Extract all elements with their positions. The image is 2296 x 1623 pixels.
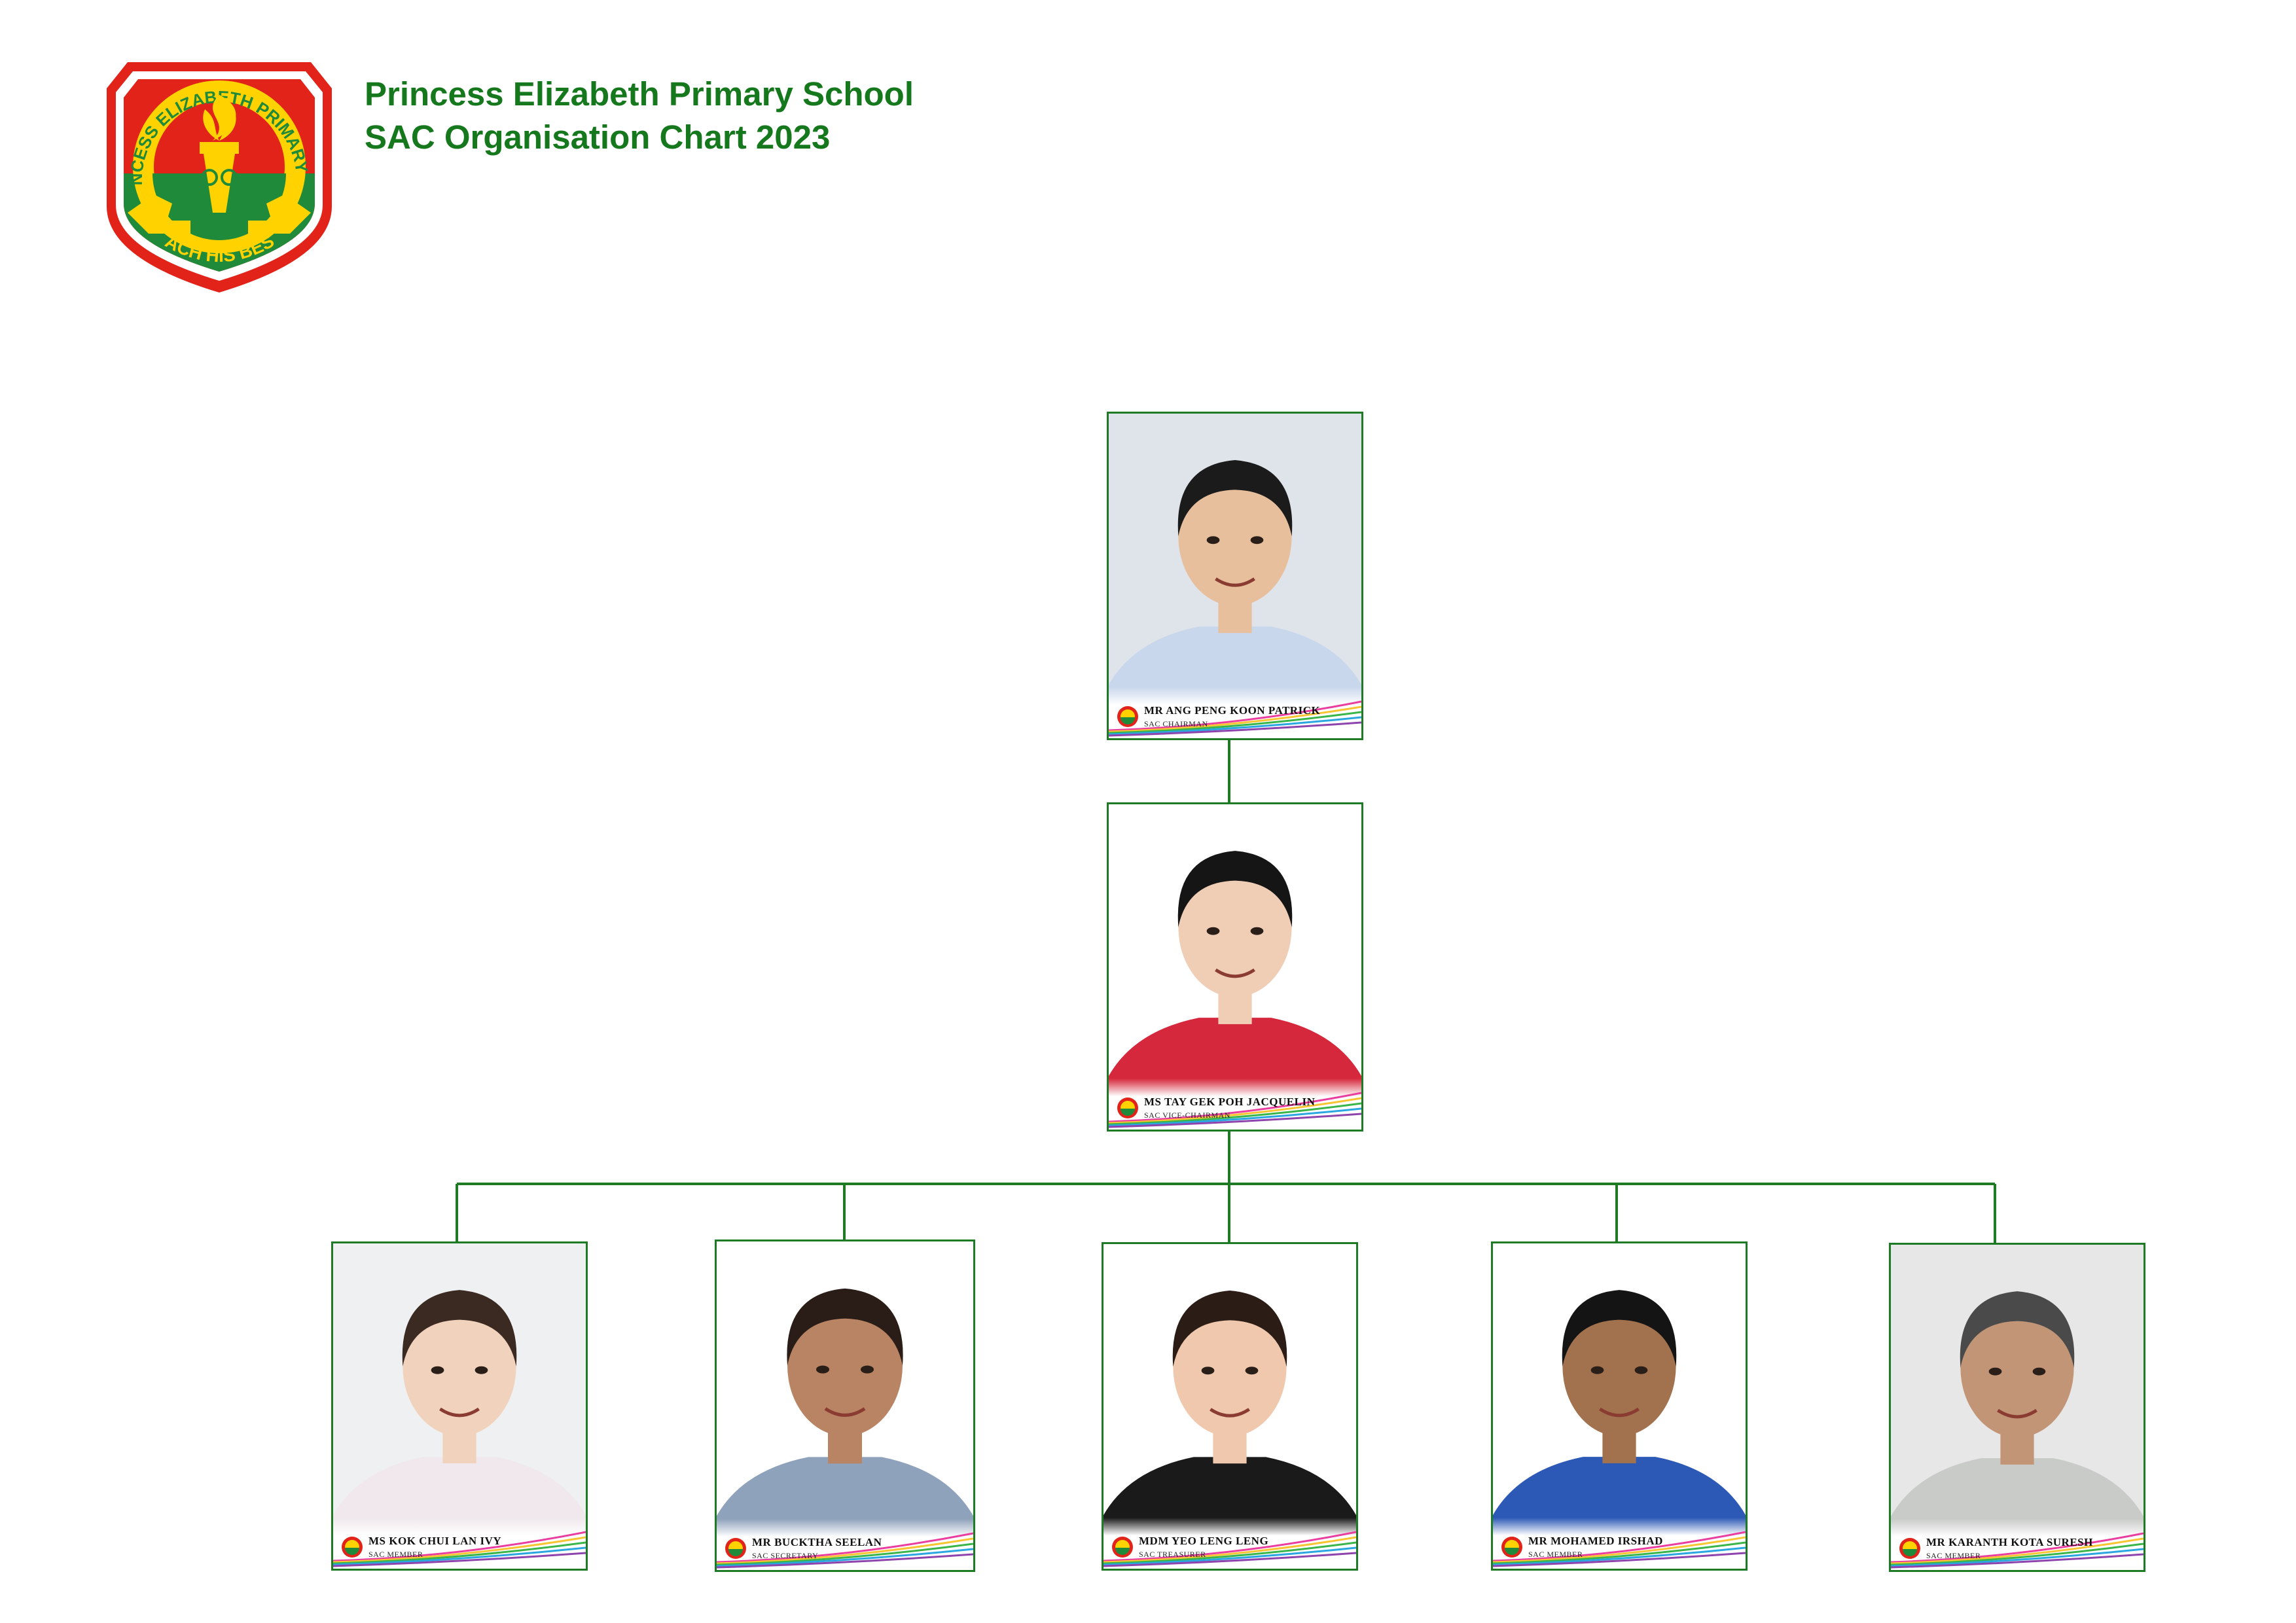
school-badge-icon: [341, 1536, 363, 1558]
member-role: SAC MEMBER: [1926, 1551, 1981, 1560]
member-role: SAC TREASURER: [1139, 1550, 1206, 1559]
school-badge-icon: [1899, 1537, 1921, 1560]
member-role: SAC SECRETARY: [752, 1551, 819, 1560]
rainbow-swoosh: [1109, 687, 1361, 738]
member-name: MR MOHAMED IRSHAD: [1528, 1535, 1663, 1547]
member-card-vice-chairman: MS TAY GEK POH JACQUELIN SAC VICE-CHAIRMA…: [1107, 802, 1363, 1132]
member-name: MR BUCKTHA SEELAN: [752, 1536, 882, 1548]
member-role: SAC MEMBER: [1528, 1550, 1583, 1559]
rainbow-swoosh: [717, 1519, 973, 1570]
school-logo: PRINCESS ELIZABETH PRIMARY SCH EACH HIS …: [96, 33, 337, 298]
member-name: MR KARANTH KOTA SURESH: [1926, 1536, 2093, 1548]
rainbow-swoosh: [1109, 1079, 1361, 1130]
member-name: MR ANG PENG KOON PATRICK: [1144, 704, 1321, 717]
school-name: Princess Elizabeth Primary School: [365, 75, 914, 113]
chart-title: SAC Organisation Chart 2023: [365, 118, 831, 156]
member-card-kok-chui-lan-ivy: MS KOK CHUI LAN IVY SAC MEMBER: [331, 1241, 588, 1571]
school-badge-icon: [725, 1537, 747, 1560]
member-photo: [333, 1243, 586, 1569]
member-name: MDM YEO LENG LENG: [1139, 1535, 1269, 1547]
rainbow-swoosh: [1103, 1518, 1356, 1569]
rainbow-swoosh: [1891, 1519, 2144, 1570]
member-name: MS TAY GEK POH JACQUELIN: [1144, 1096, 1316, 1108]
member-card-chairman: MR ANG PENG KOON PATRICK SAC CHAIRMAN: [1107, 412, 1363, 740]
rainbow-swoosh: [1493, 1518, 1746, 1569]
member-card-karanth-kota-suresh: MR KARANTH KOTA SURESH SAC MEMBER: [1889, 1243, 2145, 1572]
member-card-secretary: MR BUCKTHA SEELAN SAC SECRETARY: [715, 1240, 975, 1572]
school-badge-icon: [1111, 1536, 1134, 1558]
member-name: MS KOK CHUI LAN IVY: [368, 1535, 502, 1547]
member-photo: [1891, 1245, 2144, 1570]
member-role: SAC VICE-CHAIRMAN: [1144, 1111, 1230, 1120]
member-card-treasurer: MDM YEO LENG LENG SAC TREASURER: [1102, 1242, 1358, 1571]
school-badge-icon: [1501, 1536, 1523, 1558]
member-card-mohamed-irshad: MR MOHAMED IRSHAD SAC MEMBER: [1491, 1241, 1748, 1571]
school-badge-icon: [1117, 1097, 1139, 1119]
member-role: SAC MEMBER: [368, 1550, 423, 1559]
school-badge-icon: [1117, 705, 1139, 728]
member-role: SAC CHAIRMAN: [1144, 719, 1208, 728]
rainbow-swoosh: [333, 1518, 586, 1569]
